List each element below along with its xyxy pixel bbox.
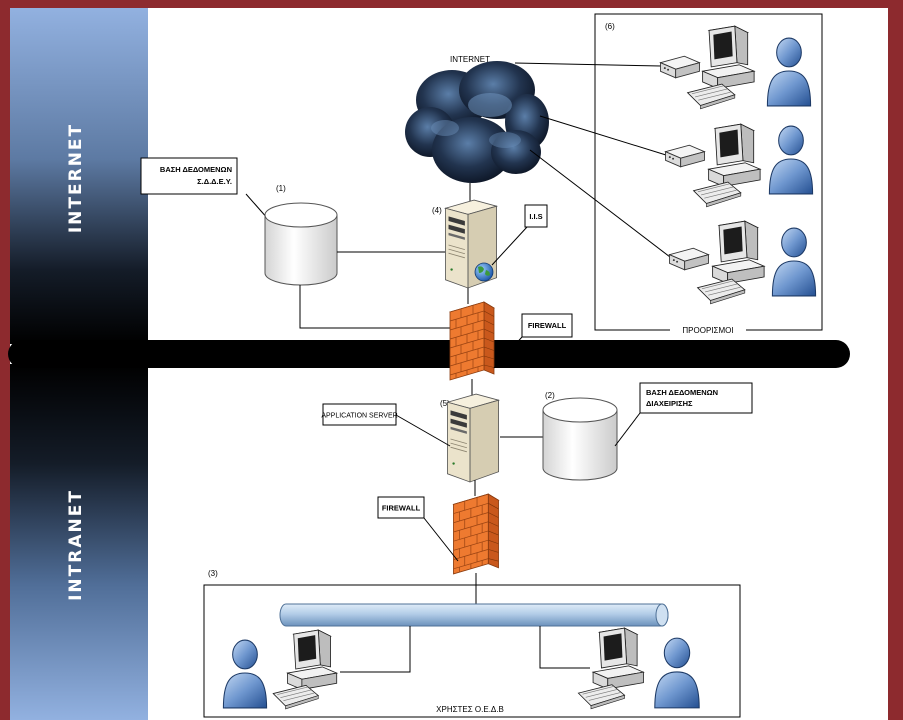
frame-left bbox=[0, 0, 10, 720]
workstation-icon bbox=[693, 123, 761, 208]
db1-label-line1: ΒΑΣΗ ΔΕΔΟΜΕΝΩΝ bbox=[160, 165, 232, 174]
user-icon bbox=[768, 125, 814, 195]
database-icon bbox=[542, 397, 618, 481]
app-server-callout bbox=[395, 414, 451, 447]
app-server-label-box bbox=[322, 403, 397, 426]
modem-icon bbox=[659, 55, 701, 79]
app-server-number: (5) bbox=[440, 399, 450, 408]
frame-right bbox=[888, 0, 903, 720]
db2-label-line1: ΒΑΣΗ ΔΕΔΟΜΕΝΩΝ bbox=[646, 388, 718, 397]
globe-icon bbox=[474, 262, 494, 282]
destinations-label: ΠΡΟΟΡΙΣΜΟΙ bbox=[682, 326, 733, 335]
db2-number: (2) bbox=[545, 391, 555, 400]
iis-callout bbox=[491, 226, 528, 266]
sidebar-intranet-panel bbox=[10, 364, 148, 720]
user-icon bbox=[654, 637, 700, 709]
db1-label-line2: Σ.Δ.Δ.Ε.Υ. bbox=[197, 177, 232, 186]
firewall-upper-callout bbox=[493, 336, 523, 369]
sidebar-intranet-label: INTRANET bbox=[66, 489, 86, 601]
frame-top bbox=[0, 0, 903, 8]
cloud-link-destination-3 bbox=[529, 149, 671, 258]
users-label: ΧΡΗΣΤΕΣ Ο.Ε.Δ.Β bbox=[436, 705, 504, 714]
firewall-lower-label: FIREWALL bbox=[382, 504, 421, 513]
modem-icon bbox=[668, 247, 710, 271]
server-icon bbox=[446, 393, 500, 483]
db2-callout bbox=[614, 412, 641, 447]
web-server-number: (4) bbox=[432, 206, 442, 215]
db2-label-line2: ΔΙΑΧΕΙΡΙΣΗΣ bbox=[646, 399, 693, 408]
firewall-icon bbox=[453, 493, 499, 575]
db1-number: (1) bbox=[276, 184, 286, 193]
destinations-number: (6) bbox=[605, 22, 615, 31]
firewall-icon bbox=[449, 301, 495, 381]
users-box bbox=[203, 584, 741, 718]
sidebar-internet-panel bbox=[10, 8, 148, 344]
cloud-label: INTERNET bbox=[450, 55, 490, 64]
db1-firewall-link bbox=[299, 285, 450, 329]
users-number: (3) bbox=[208, 569, 218, 578]
user-icon bbox=[771, 227, 817, 297]
user-icon bbox=[766, 37, 812, 107]
iis-label-box bbox=[524, 204, 548, 228]
firewall-lower-label-box bbox=[377, 496, 425, 519]
db2-label-box bbox=[639, 382, 753, 414]
internet-intranet-divider bbox=[8, 340, 850, 368]
user-icon bbox=[222, 639, 268, 709]
iis-label: I.I.S bbox=[529, 212, 542, 221]
bus-left-user-link bbox=[340, 626, 411, 673]
cloud-link-destination-1 bbox=[514, 62, 662, 67]
workstation-icon bbox=[272, 629, 338, 710]
modem-icon bbox=[664, 144, 706, 168]
firewall-upper-label: FIREWALL bbox=[528, 321, 567, 330]
network-bus-icon bbox=[279, 603, 669, 627]
db1-label-box bbox=[140, 157, 238, 195]
firewall-lower-callout bbox=[423, 517, 459, 562]
database-icon bbox=[264, 202, 338, 286]
cloud-icon bbox=[405, 61, 549, 183]
firewall-upper-label-box bbox=[521, 313, 573, 338]
app-server-label: APPLICATION SERVER bbox=[321, 413, 397, 420]
destinations-label-bg bbox=[670, 326, 746, 335]
sidebar-internet-label: INTERNET bbox=[66, 123, 86, 233]
cloud-link-destination-2 bbox=[539, 115, 667, 156]
bus-right-user-link bbox=[539, 626, 590, 669]
